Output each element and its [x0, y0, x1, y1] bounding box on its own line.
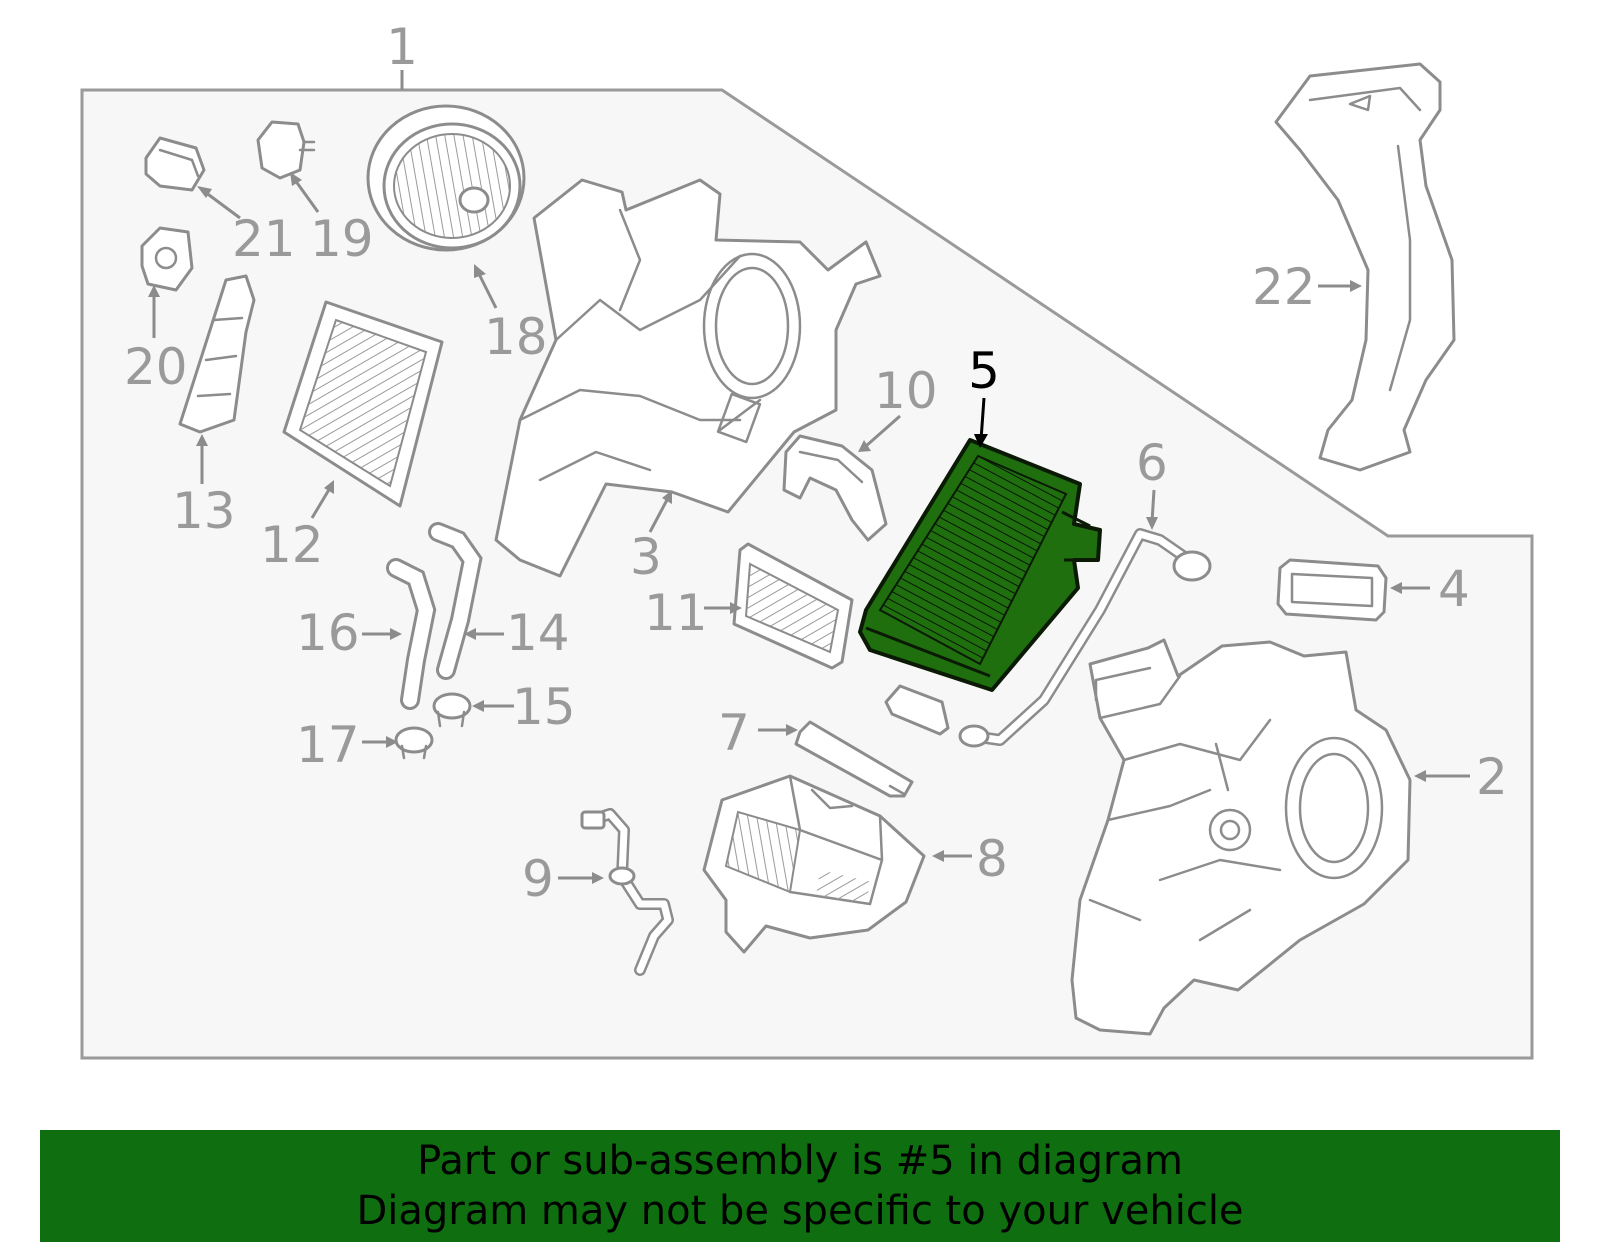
- part-13-resistor: [178, 274, 256, 434]
- part-17-clamp: [394, 726, 434, 760]
- callout-15: 15: [512, 678, 576, 736]
- part-10-duct: [782, 434, 888, 542]
- callout-3: 3: [630, 528, 662, 586]
- part-21-connector: [144, 136, 206, 192]
- part-2-outer-case: [1070, 638, 1412, 1036]
- callout-16: 16: [296, 604, 360, 662]
- leader-line-5: [979, 397, 986, 441]
- part-small-fitting: [884, 684, 950, 736]
- banner-line-2: Diagram may not be specific to your vehi…: [356, 1188, 1244, 1234]
- callout-20: 20: [124, 338, 188, 396]
- banner-line-1: Part or sub-assembly is #5 in diagram: [417, 1138, 1183, 1184]
- callout-14: 14: [506, 604, 570, 662]
- part-14-hose: [428, 522, 483, 680]
- part-15-clamp: [432, 692, 472, 728]
- part-9-wire-harness: [580, 808, 674, 976]
- callout-19: 19: [310, 210, 374, 268]
- callout-10: 10: [874, 362, 938, 420]
- callout-9: 9: [522, 850, 554, 908]
- callout-6: 6: [1136, 434, 1168, 492]
- callout-2: 2: [1476, 748, 1508, 806]
- callout-12: 12: [260, 516, 324, 574]
- callout-18: 18: [484, 308, 548, 366]
- callout-22: 22: [1252, 258, 1316, 316]
- part-6-tube: [958, 528, 1212, 748]
- info-banner: Part or sub-assembly is #5 in diagram Di…: [40, 1130, 1560, 1242]
- callout-4: 4: [1438, 560, 1470, 618]
- callout-21: 21: [232, 210, 296, 268]
- callout-17: 17: [296, 716, 360, 774]
- part-3-hvac-case: [494, 178, 882, 578]
- part-5-heater-core: [858, 438, 1102, 692]
- part-4-gasket: [1276, 558, 1388, 622]
- callout-8: 8: [976, 830, 1008, 888]
- callout-11: 11: [644, 584, 708, 642]
- part-19-sensor: [256, 120, 316, 180]
- part-18-blower-motor: [366, 104, 526, 252]
- callout-13: 13: [172, 482, 236, 540]
- part-8-lower-case: [702, 774, 926, 954]
- callout-1: 1: [386, 18, 418, 76]
- part-11-filter: [732, 542, 854, 670]
- part-12-air-filter: [282, 300, 444, 508]
- part-7-sensor-tube: [794, 720, 914, 798]
- part-20-actuator: [140, 226, 194, 292]
- part-16-hose: [386, 558, 437, 710]
- callout-7: 7: [718, 704, 750, 762]
- callout-5: 5: [968, 342, 1000, 400]
- part-22-duct: [1274, 62, 1456, 472]
